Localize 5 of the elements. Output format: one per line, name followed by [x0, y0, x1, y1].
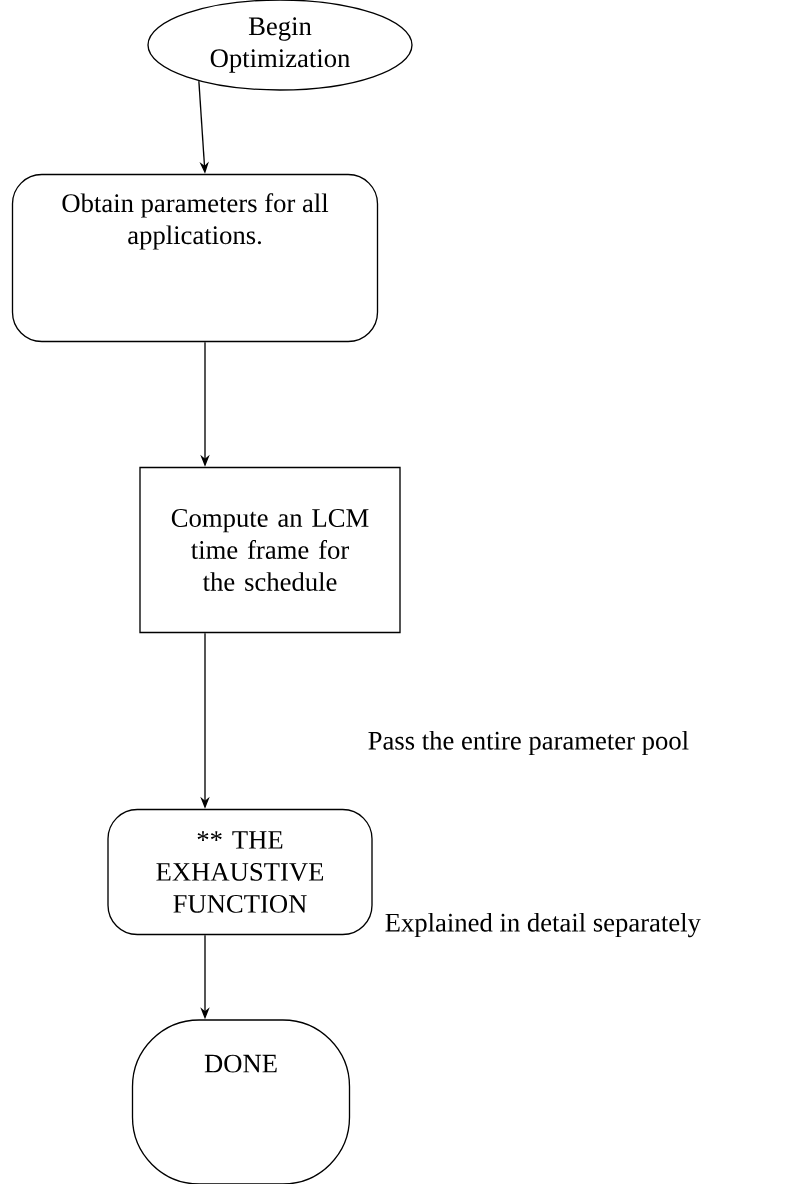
annotation-text: Pass the entire parameter pool — [368, 730, 689, 756]
end-terminal: DONE — [131, 1019, 351, 1184]
process-box: Compute an LCM time frame for the schedule — [139, 466, 401, 634]
process-box: ** THE EXHAUSTIVE FUNCTION — [107, 808, 373, 936]
process-box: Obtain parameters for all applications. — [11, 173, 379, 343]
